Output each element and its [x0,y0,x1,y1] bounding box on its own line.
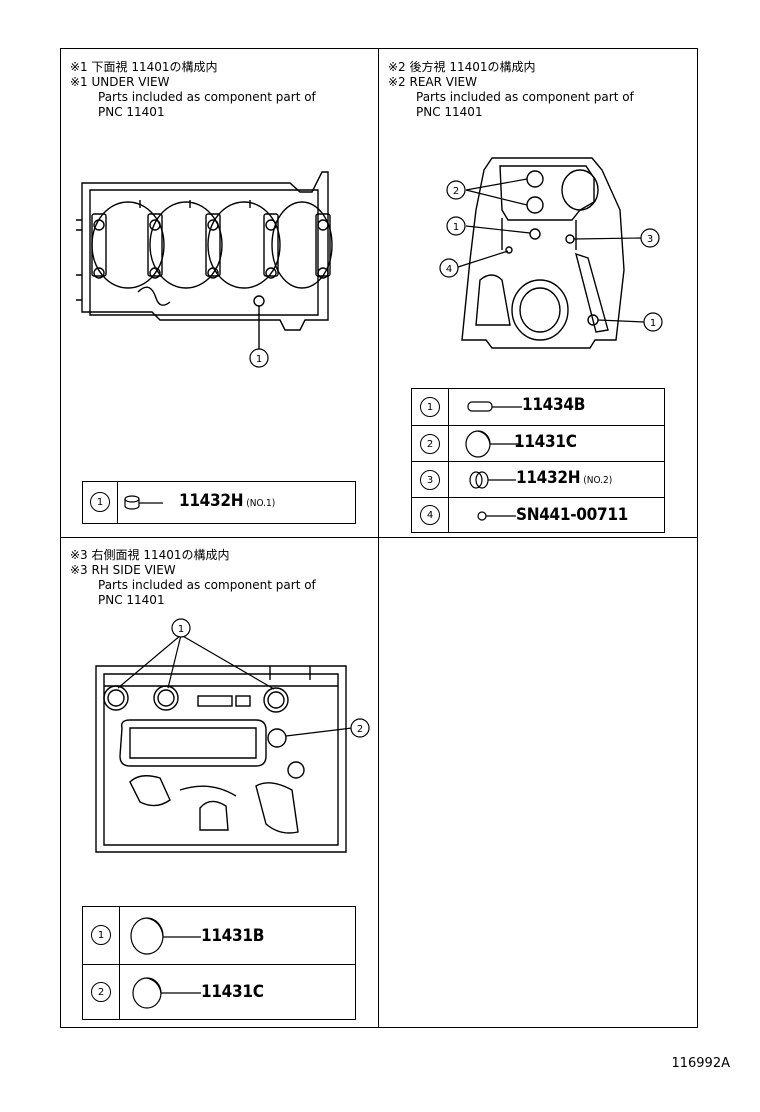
legend-part-number: 11432H [516,468,581,488]
cylinder-bores [91,201,333,289]
under-view-block-drawing: 1 [76,171,333,368]
under-view-pnc: PNC 11401 [98,105,165,119]
under-callout-1: 1 [256,354,262,365]
rh-side-view-pnc: PNC 11401 [98,593,165,607]
rear-view-header: ※2 後方視 11401の構成内 ※2 REAR VIEW Parts incl… [388,60,634,120]
rh-side-view-title-jp: ※3 右側面視 11401の構成内 [70,548,230,562]
legend-row: 3 11432H(NO.2) [412,461,664,498]
legend-row: 1 11432H(NO.1) [83,482,355,523]
legend-part-number: 11434B [522,395,586,415]
expansion-plug-icon [465,430,520,458]
rh-side-view-header: ※3 右側面視 11401の構成内 ※3 RH SIDE VIEW Parts … [70,548,316,608]
legend-part-number: 11432H [179,491,244,511]
rh-side-view-desc: Parts included as component part of [98,578,316,592]
rear-callout-1b: 1 [650,318,656,329]
rear-callout-3: 3 [647,234,653,245]
rear-view-desc: Parts included as component part of [416,90,634,104]
side-plugs [103,685,305,779]
rear-callout-2: 2 [453,186,459,197]
legend-part-note: (NO.1) [246,498,276,509]
ball-icon [477,511,516,521]
threaded-plug-icon [469,471,516,489]
side-callout-2: 2 [357,724,363,735]
legend-part-number: 11431C [514,432,577,452]
under-plug-location [253,295,265,307]
under-view-desc: Parts included as component part of [98,90,316,104]
under-view-header: ※1 下面視 11401の構成内 ※1 UNDER VIEW Parts inc… [70,60,316,120]
legend-number: 1 [91,925,111,945]
rh-side-view-legend: 1 11431B 2 11431C [82,906,356,1020]
legend-part-number: SN441-00711 [516,505,628,525]
under-view-title-en: ※1 UNDER VIEW [70,75,170,89]
rear-callout-1: 1 [453,222,459,233]
rear-view-legend: 1 11434B 2 11431C 3 [411,388,665,533]
medium-plug-icon [132,977,201,1009]
legend-row: 2 11431C [83,964,355,1020]
legend-number: 4 [420,505,440,525]
rear-view-block-drawing: 2 1 3 4 1 [439,157,663,349]
rear-view-title-en: ※2 REAR VIEW [388,75,477,89]
rear-callout-4: 4 [446,264,452,275]
legend-number: 1 [420,397,440,417]
legend-number: 1 [90,492,110,512]
side-callout-1: 1 [178,624,184,635]
large-plug-icon [130,917,201,955]
under-view-legend: 1 11432H(NO.1) [82,481,356,524]
pin-icon [467,401,522,412]
legend-row: 1 11431B [83,907,355,964]
legend-row: 1 11434B [412,389,664,425]
rear-view-title-jp: ※2 後方視 11401の構成内 [388,60,536,74]
figure-number: 116992A [671,1056,730,1071]
plug-cup-icon [124,495,163,510]
rh-side-view-title-en: ※3 RH SIDE VIEW [70,563,176,577]
legend-part-number: 11431B [201,926,265,946]
legend-row: 4 SN441-00711 [412,497,664,533]
legend-number: 3 [420,470,440,490]
legend-number: 2 [420,434,440,454]
under-view-title-jp: ※1 下面視 11401の構成内 [70,60,218,74]
legend-part-number: 11431C [201,982,264,1002]
rear-view-pnc: PNC 11401 [416,105,483,119]
rh-side-view-block-drawing: 1 2 [95,618,370,853]
legend-row: 2 11431C [412,425,664,462]
panel-divider-horizontal [60,537,698,539]
legend-number: 2 [91,982,111,1002]
legend-part-note: (NO.2) [583,475,613,486]
